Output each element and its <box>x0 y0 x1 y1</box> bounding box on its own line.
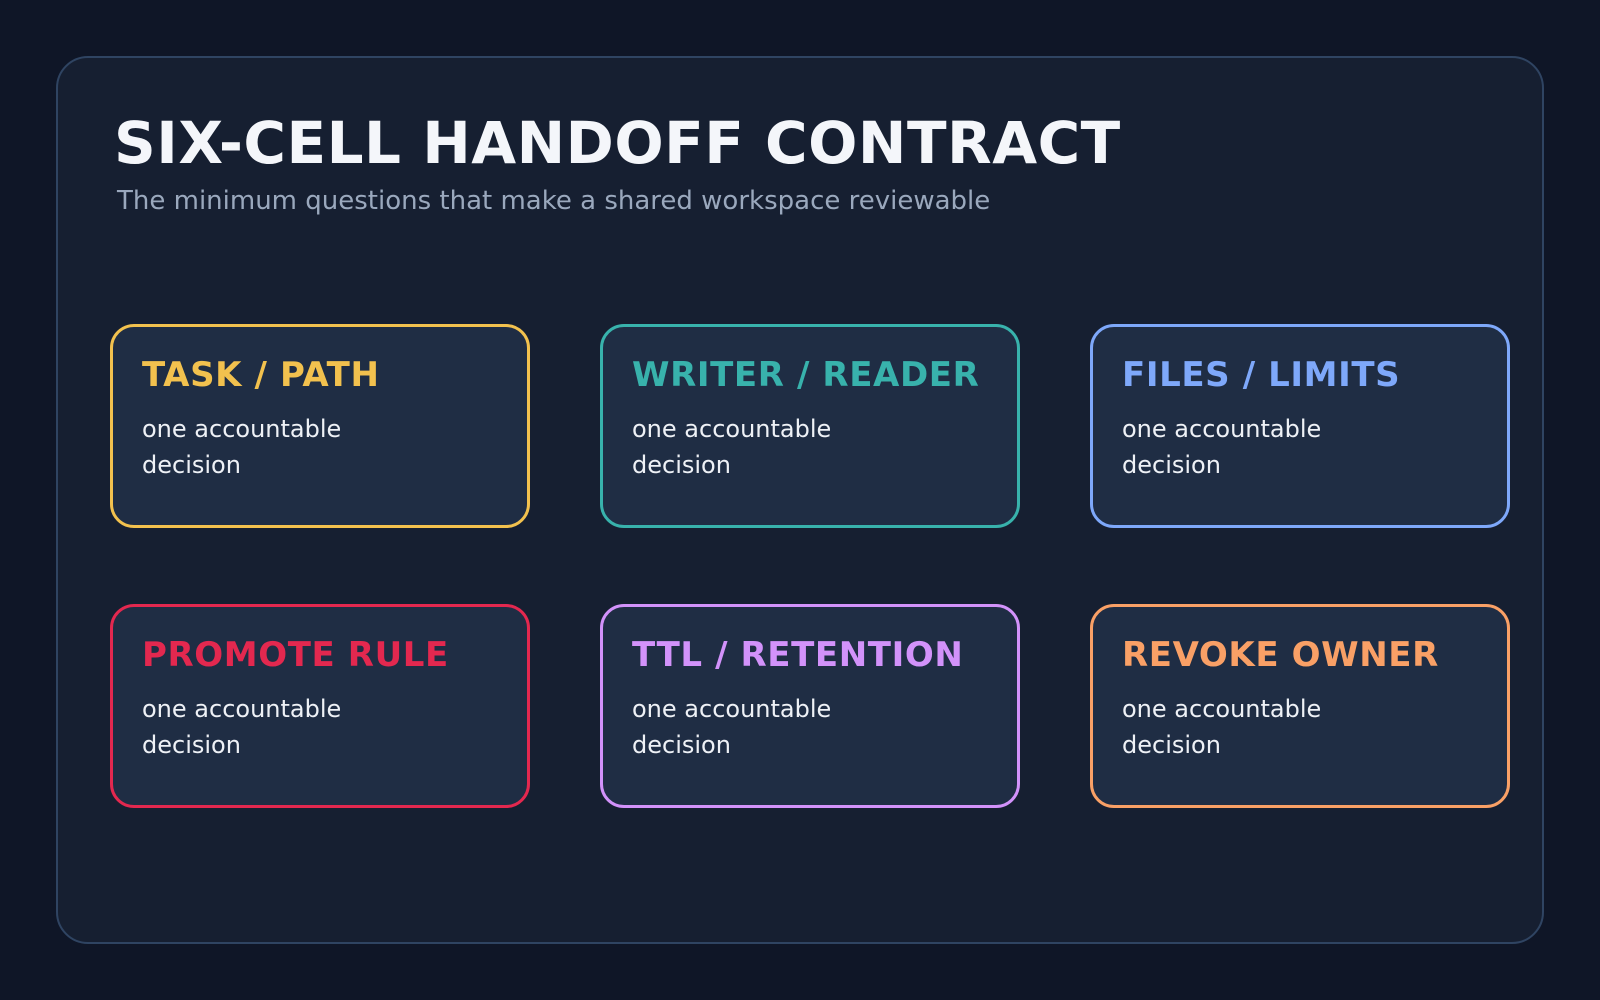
cell-revoke-owner: REVOKE OWNER one accountable decision <box>1090 604 1510 808</box>
cell-title: REVOKE OWNER <box>1122 635 1439 675</box>
cell-body: one accountable decision <box>1122 695 1322 759</box>
cell-body: one accountable decision <box>1122 415 1322 479</box>
cell-title: WRITER / READER <box>632 355 980 395</box>
cell-promote-rule: PROMOTE RULE one accountable decision <box>110 604 530 808</box>
cell-title: PROMOTE RULE <box>142 635 449 675</box>
cell-task-path: TASK / PATH one accountable decision <box>110 324 530 528</box>
cell-title: FILES / LIMITS <box>1122 355 1401 395</box>
cell-writer-reader: WRITER / READER one accountable decision <box>600 324 1020 528</box>
page-subtitle: The minimum questions that make a shared… <box>117 186 991 216</box>
cell-body: one accountable decision <box>632 695 832 759</box>
cell-title: TTL / RETENTION <box>632 635 964 675</box>
cell-files-limits: FILES / LIMITS one accountable decision <box>1090 324 1510 528</box>
cell-body: one accountable decision <box>142 415 342 479</box>
cell-body: one accountable decision <box>632 415 832 479</box>
page-title: SIX-CELL HANDOFF CONTRACT <box>114 109 1121 177</box>
cell-title: TASK / PATH <box>142 355 380 395</box>
cell-ttl-retention: TTL / RETENTION one accountable decision <box>600 604 1020 808</box>
cell-body: one accountable decision <box>142 695 342 759</box>
